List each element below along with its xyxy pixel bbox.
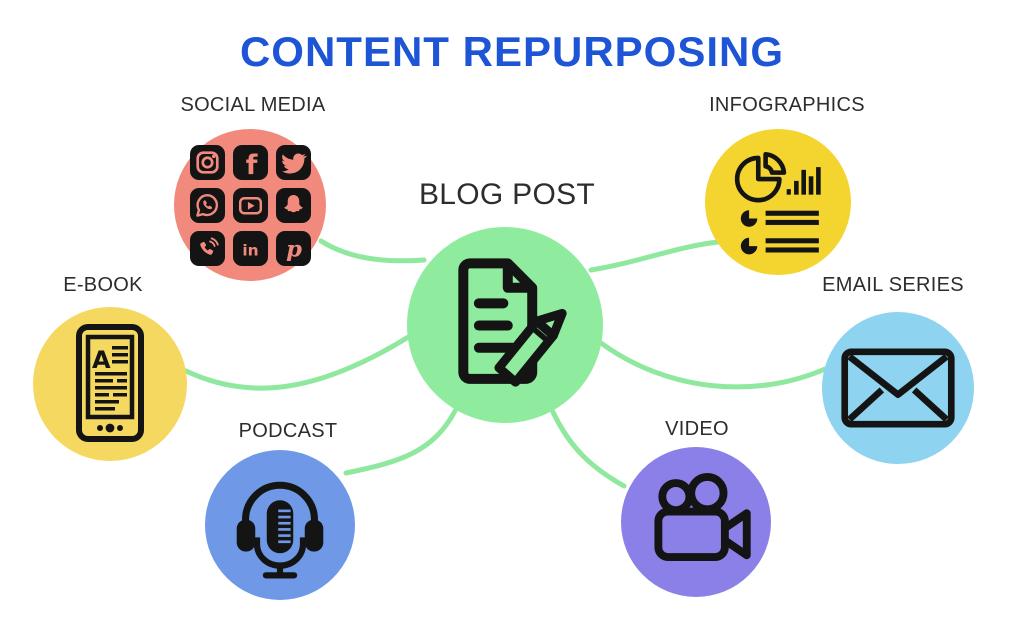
email-series-circle [822,312,974,464]
ebook-circle: A [33,307,187,461]
social-icons-grid: f [189,144,311,266]
connector-social-media [318,238,427,264]
svg-text:f: f [245,149,257,179]
pie-bar-chart-list-icon [734,151,821,255]
svg-text:A: A [92,346,111,374]
connector-email-series [598,340,828,390]
connector-ebook [183,333,413,391]
svg-text:in: in [242,241,258,259]
video-camera-icon [654,473,751,561]
youtube-icon [232,187,268,223]
social-media-label: SOCIAL MEDIA [180,94,326,116]
page-title: CONTENT REPURPOSING [239,28,785,75]
phone-icon [189,230,225,266]
snapchat-icon [275,187,311,223]
email-series-label: EMAIL SERIES [822,274,964,296]
video-label: VIDEO [665,418,729,440]
blog-post-document-pencil-icon [458,258,567,387]
whatsapp-icon [189,187,225,223]
connector-video [550,409,627,489]
social-media-circle: f [174,129,326,281]
connector-podcast [343,408,458,476]
pinterest-icon: p [275,230,311,266]
infographics-label: INFOGRAPHICS [709,94,865,116]
ereader-icon: A [76,324,144,442]
facebook-icon: f [232,144,268,180]
ebook-label: E-BOOK [63,274,143,296]
infographics-circle [705,129,851,275]
podcast-circle [205,450,355,600]
twitter-icon [275,144,311,180]
linkedin-icon: in [232,230,268,266]
envelope-icon [841,348,955,428]
microphone-headphones-icon [236,481,324,579]
podcast-label: PODCAST [238,420,338,442]
blog-post-label: BLOG POST [418,178,596,211]
svg-text:p: p [286,236,302,262]
blog-post-circle [407,227,603,423]
connector-infographics [588,239,721,273]
video-circle [621,447,771,597]
instagram-icon [189,144,225,180]
